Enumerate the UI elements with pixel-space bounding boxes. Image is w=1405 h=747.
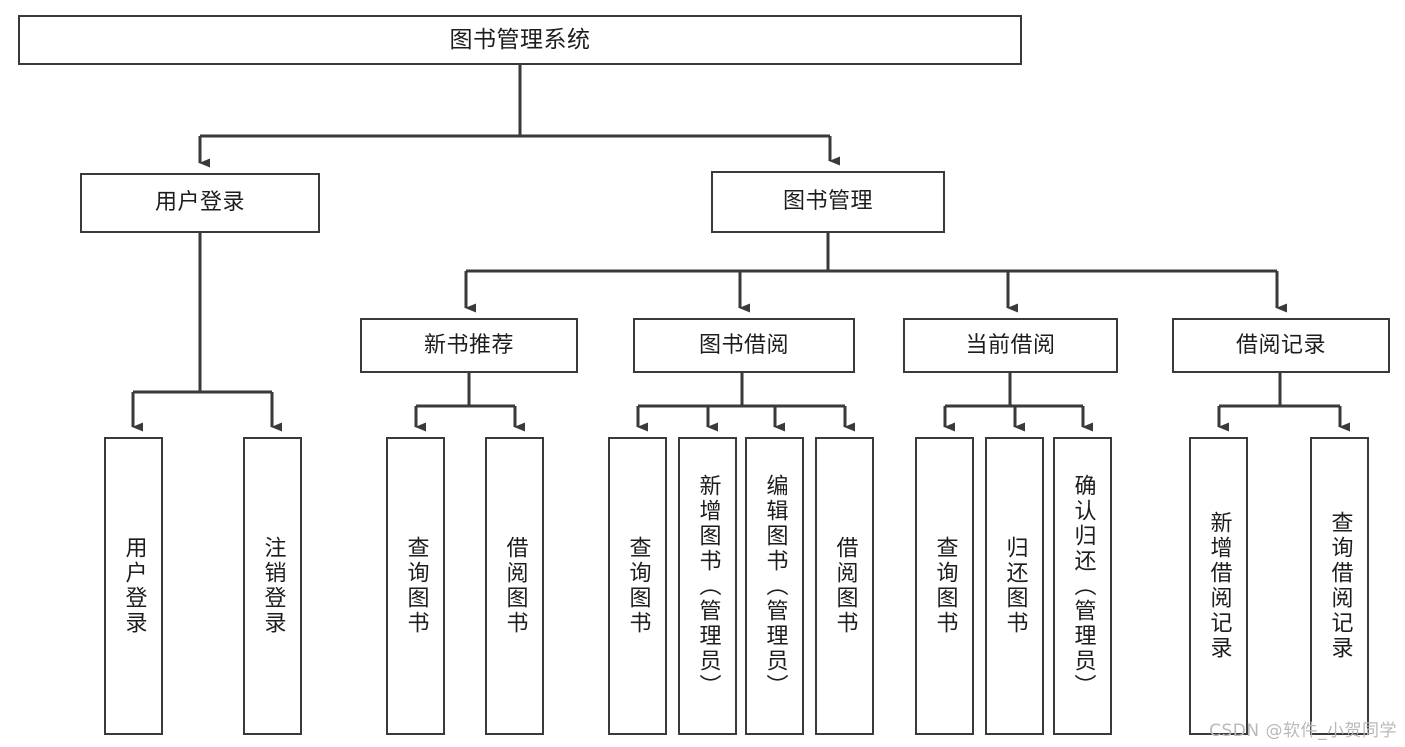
node-label: 用户登录 <box>154 190 245 216</box>
node-user-login[interactable]: 用户登录 <box>80 173 320 233</box>
edges-current-borrow-to-leaves <box>943 373 1093 432</box>
leaf-label: 新增借阅记录 <box>1206 511 1232 661</box>
node-current-borrowing[interactable]: 当前借阅 <box>903 318 1118 373</box>
edges-borrow-record-to-leaves <box>1217 373 1350 432</box>
node-book-borrowing[interactable]: 图书借阅 <box>633 318 855 373</box>
leaf-label: 注销登录 <box>260 536 286 636</box>
leaf-add-book-admin[interactable]: 新增图书（管理员） <box>678 437 737 735</box>
leaf-label: 新增图书（管理员） <box>695 473 721 699</box>
edges-book-borrow-to-leaves <box>636 373 855 432</box>
leaf-logout[interactable]: 注销登录 <box>243 437 302 735</box>
leaf-label: 查询图书 <box>932 536 958 636</box>
leaf-label: 查询借阅记录 <box>1327 511 1353 661</box>
node-label: 图书管理 <box>782 189 873 215</box>
leaf-query-book-recommendation[interactable]: 查询图书 <box>386 437 445 735</box>
leaf-edit-book-admin[interactable]: 编辑图书（管理员） <box>745 437 804 735</box>
leaf-label: 用户登录 <box>121 536 147 636</box>
edges-root-to-level2 <box>198 65 840 168</box>
node-label: 新书推荐 <box>423 332 514 358</box>
leaf-label: 编辑图书（管理员） <box>762 473 788 699</box>
leaf-confirm-return-admin[interactable]: 确认归还（管理员） <box>1053 437 1112 735</box>
node-borrowing-record[interactable]: 借阅记录 <box>1172 318 1390 373</box>
leaf-query-book-borrowing[interactable]: 查询图书 <box>608 437 667 735</box>
edges-book-manage-to-level3 <box>464 233 1287 313</box>
node-new-book-recommendation[interactable]: 新书推荐 <box>360 318 578 373</box>
node-label: 借阅记录 <box>1235 332 1326 358</box>
leaf-label: 借阅图书 <box>832 536 858 636</box>
node-book-management-system[interactable]: 图书管理系统 <box>18 15 1022 65</box>
leaf-user-login[interactable]: 用户登录 <box>104 437 163 735</box>
leaf-add-borrowing-record[interactable]: 新增借阅记录 <box>1189 437 1248 735</box>
leaf-label: 查询图书 <box>403 536 429 636</box>
leaf-query-borrowing-record[interactable]: 查询借阅记录 <box>1310 437 1369 735</box>
leaf-query-book-current[interactable]: 查询图书 <box>915 437 974 735</box>
node-book-management[interactable]: 图书管理 <box>711 171 945 233</box>
node-label: 图书借阅 <box>698 332 789 358</box>
node-label: 当前借阅 <box>965 332 1056 358</box>
leaf-label: 归还图书 <box>1002 536 1028 636</box>
leaf-label: 确认归还（管理员） <box>1070 473 1096 699</box>
leaf-label: 借阅图书 <box>502 536 528 636</box>
edges-user-login-to-leaves <box>131 233 282 432</box>
leaf-label: 查询图书 <box>625 536 651 636</box>
leaf-borrow-book-borrowing[interactable]: 借阅图书 <box>815 437 874 735</box>
leaf-borrow-book-recommendation[interactable]: 借阅图书 <box>485 437 544 735</box>
edges-new-book-rec-to-leaves <box>414 373 525 432</box>
leaf-return-book[interactable]: 归还图书 <box>985 437 1044 735</box>
node-label: 图书管理系统 <box>449 26 591 53</box>
